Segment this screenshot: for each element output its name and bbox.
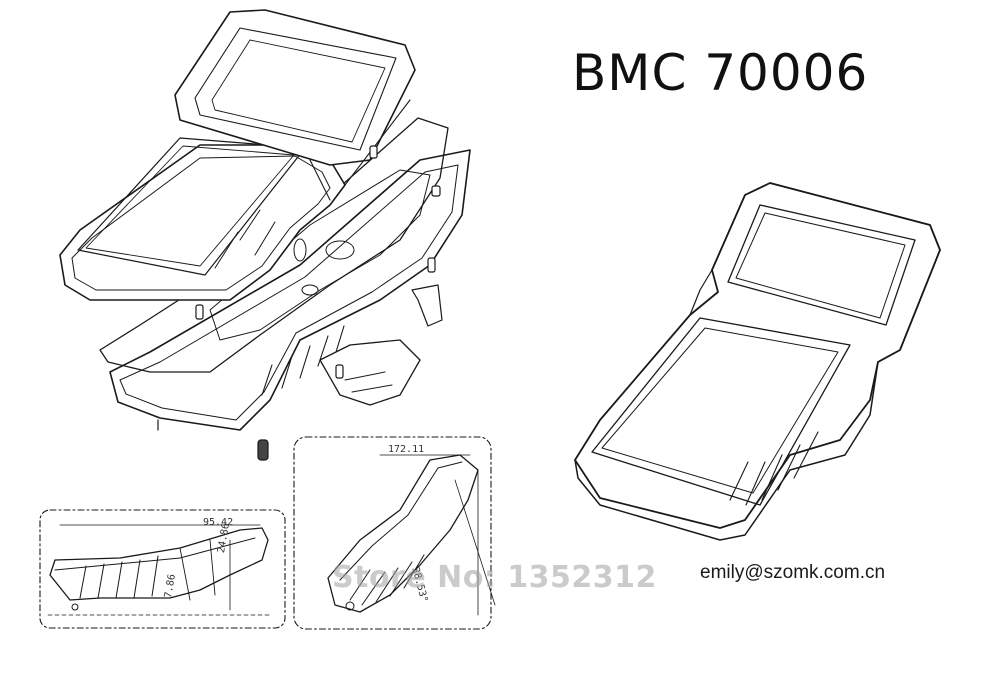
- battery-clip: [319, 339, 421, 406]
- exploded-enclosure-view: [59, 9, 471, 461]
- top-cover: [59, 144, 346, 301]
- contact-email: emily@szomk.com.cn: [700, 562, 886, 583]
- assembled-enclosure-view: [574, 182, 941, 541]
- store-watermark: Store No: 1352312: [332, 560, 657, 595]
- screws: [157, 145, 441, 461]
- side-view-dimension-box: [39, 509, 286, 629]
- angle-view-dimension-box: [293, 436, 496, 630]
- product-title: BMC 70006: [572, 44, 869, 102]
- dimension-angle-width: 172.11: [388, 444, 425, 455]
- bottom-shell: [109, 149, 471, 431]
- dimension-side-width: 95.42: [203, 517, 234, 528]
- display-bezel: [174, 9, 416, 166]
